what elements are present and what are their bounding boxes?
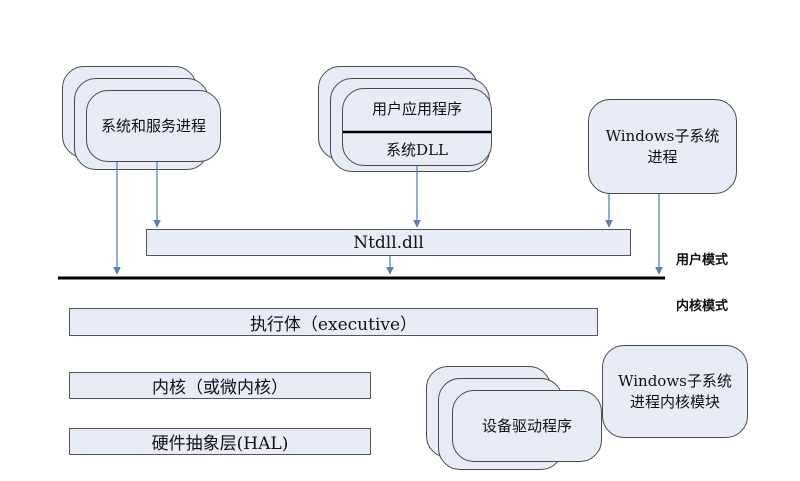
sys-dll-label: 系统DLL [386,140,448,159]
ntdll-bar: Ntdll.dll [146,229,631,256]
win-kernel-module-label: Windows子系统 进程内核模块 [618,372,732,411]
user-app-box [342,88,492,166]
drivers-label: 设备驱动程序 [481,416,572,435]
sys-services-box [86,90,221,162]
win-kernel-module-box [602,345,748,438]
executive-bar: 执行体（executive） [69,308,598,336]
kernel-mode-label: 内核模式 [676,299,729,314]
user-mode-label: 用户模式 [676,253,729,268]
kernel-bar: 内核（或微内核） [69,372,371,399]
drivers-box [452,390,602,462]
win-subsystem-label: Windows子系统 进程 [605,127,720,166]
sys-services-label: 系统和服务进程 [100,116,206,135]
win-subsystem-box [588,99,737,194]
hal-bar: 硬件抽象层(HAL) [69,428,371,455]
user-app-label: 用户应用程序 [371,99,462,118]
